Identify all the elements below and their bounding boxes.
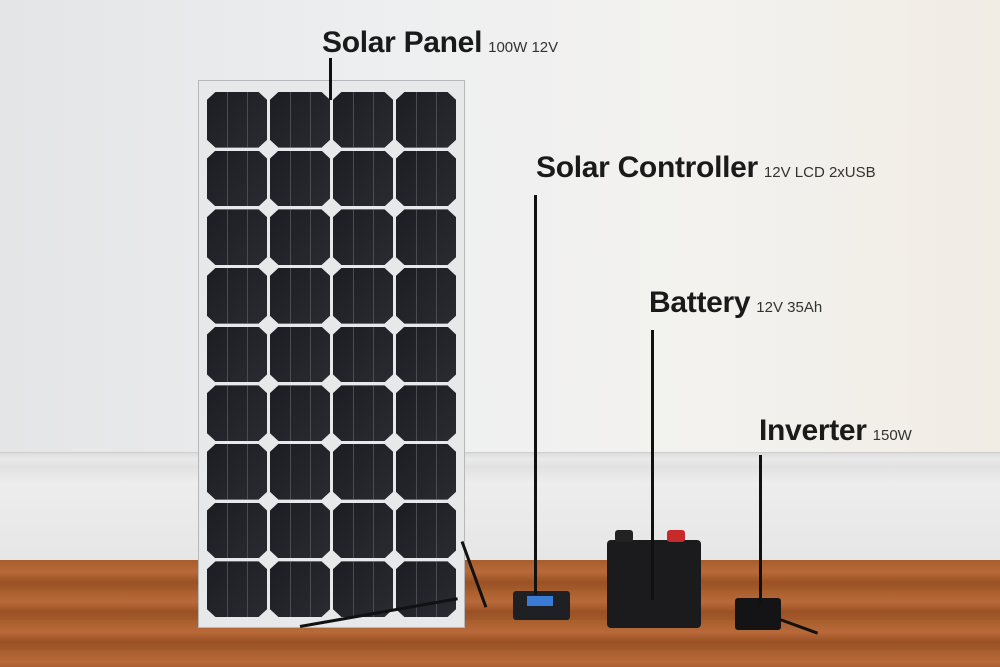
inverter-label: Inverter 150W [759, 414, 912, 448]
battery [607, 530, 701, 628]
solar-cell [333, 150, 393, 207]
inverter-pointer [759, 455, 762, 605]
solar-cell [270, 268, 330, 324]
solar-panel [198, 80, 465, 628]
label-title: Inverter [759, 414, 867, 447]
solar-cell [270, 385, 330, 441]
baseboard [0, 452, 1000, 563]
solar-cell [207, 326, 267, 383]
solar-cell [270, 92, 330, 148]
solar-cell [396, 209, 456, 265]
solar-cell [333, 326, 393, 383]
solar-cell [207, 268, 267, 324]
solar-cell [333, 92, 393, 148]
wood-floor [0, 560, 1000, 667]
solar-cell [333, 209, 393, 265]
lcd-screen [527, 596, 553, 606]
solar-cell [396, 326, 456, 383]
solar-cell [207, 561, 267, 617]
solar-cell [270, 150, 330, 207]
controller-pointer [534, 195, 537, 595]
negative-terminal [615, 530, 633, 542]
solar-cell [396, 150, 456, 207]
solar-cell [396, 385, 456, 441]
label-spec: 12V LCD 2xUSB [763, 164, 876, 181]
solar-cell [207, 92, 267, 148]
solar-cell [333, 561, 393, 617]
solar-cell [207, 150, 267, 207]
solar-cell [270, 326, 330, 383]
solar-cell [207, 385, 267, 441]
solar-cell [333, 268, 393, 324]
label-spec: 100W 12V [488, 39, 559, 56]
solar-cell [207, 444, 267, 500]
solar-cell [396, 268, 456, 324]
solar-cell [333, 502, 393, 559]
inverter [735, 598, 781, 630]
solar-panel-pointer [329, 58, 332, 100]
solar-cell [396, 444, 456, 500]
solar-cell [207, 502, 267, 559]
solar-cell [396, 502, 456, 559]
label-title: Battery [649, 286, 751, 319]
positive-terminal [667, 530, 685, 542]
label-title: Solar Controller [536, 151, 758, 184]
battery-label: Battery 12V 35Ah [649, 286, 822, 320]
battery-pointer [651, 330, 654, 600]
solar-panel-label: Solar Panel 100W 12V [322, 26, 558, 60]
solar-cell [270, 209, 330, 265]
solar-cell [270, 502, 330, 559]
solar-cell [270, 444, 330, 500]
solar-cell [333, 385, 393, 441]
solar-controller-label: Solar Controller 12V LCD 2xUSB [536, 151, 876, 185]
label-spec: 150W [872, 427, 912, 444]
solar-controller [513, 591, 570, 620]
solar-cell [270, 561, 330, 617]
solar-cell [396, 92, 456, 148]
solar-cells [207, 92, 456, 617]
label-title: Solar Panel [322, 26, 483, 59]
label-spec: 12V 35Ah [756, 299, 823, 316]
solar-cell [333, 444, 393, 500]
solar-cell [207, 209, 267, 265]
